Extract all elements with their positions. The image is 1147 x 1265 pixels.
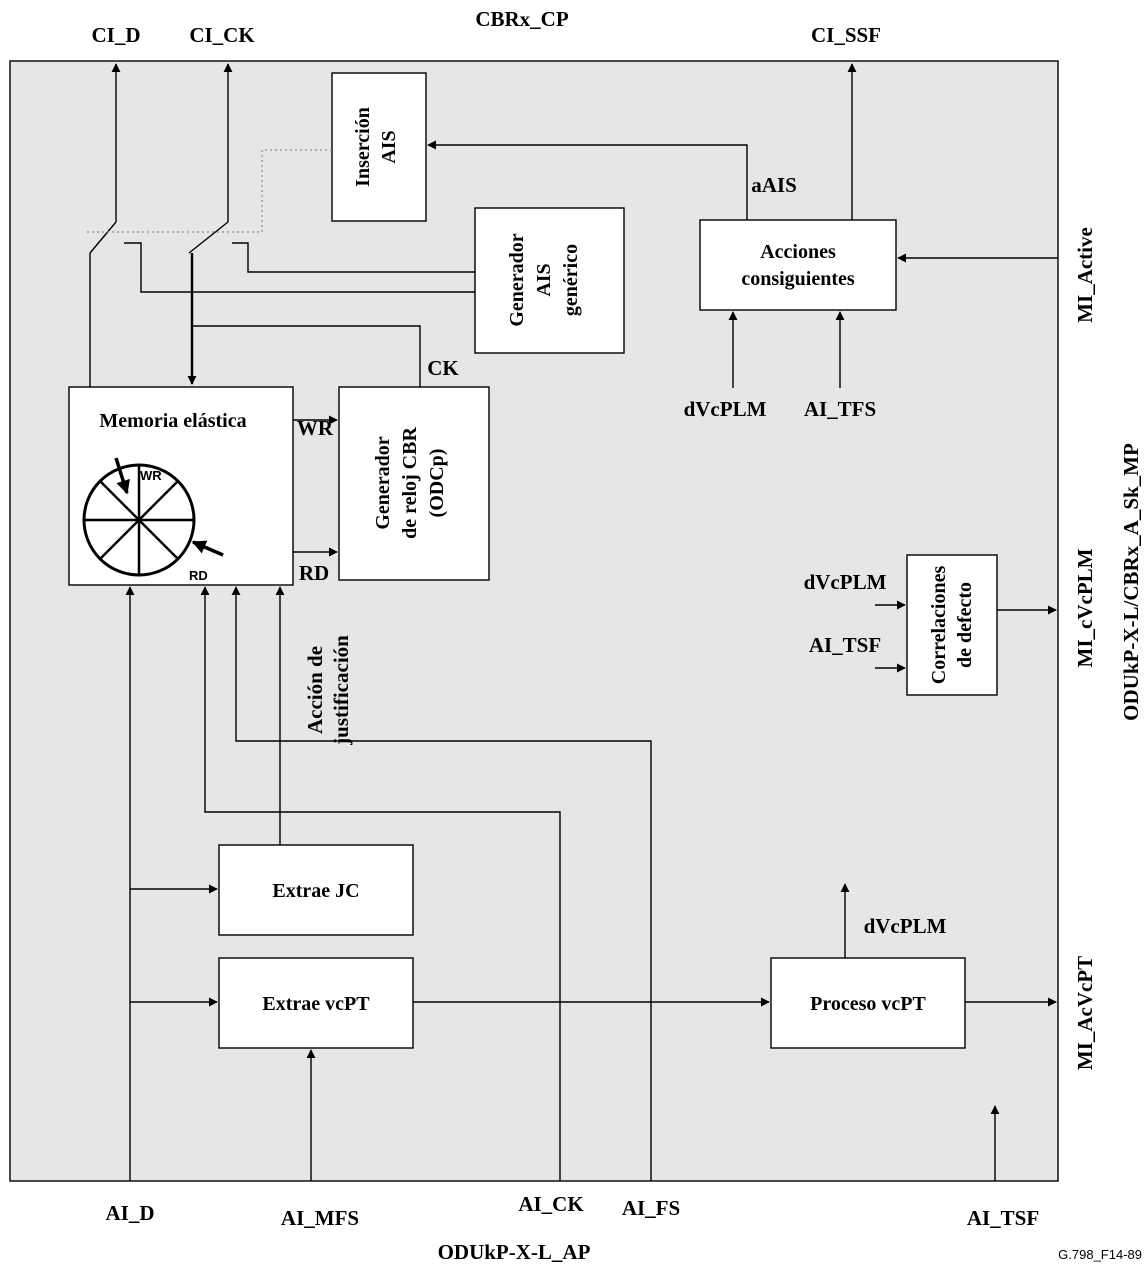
aais-label: aAIS: [751, 173, 797, 197]
extrae-jc-box: [218, 844, 414, 936]
accion-label-2: justificación: [329, 635, 353, 746]
insercion-label-1: Inserción: [352, 107, 374, 187]
generador-ais-label-1: Generador: [506, 233, 528, 326]
correlaciones-label-2: de defecto: [954, 582, 976, 668]
acciones-box: [699, 219, 897, 311]
ck-label: CK: [427, 356, 459, 380]
buffer-wheel-icon: [82, 463, 196, 577]
acciones-label-2: consiguientes: [741, 268, 855, 290]
label-mi-cvcplm: MI_cVcPLM: [1073, 548, 1097, 667]
generador-reloj-box: [338, 386, 490, 581]
figure-id: G.798_F14-89: [1058, 1247, 1142, 1262]
extrae-jc-label: Extrae JC: [272, 880, 359, 902]
label-ai-ck: AI_CK: [518, 1192, 584, 1216]
dvcplm-corr-label: dVcPLM: [804, 570, 887, 594]
wr-pointer-icon: [114, 457, 130, 495]
memoria-label: Memoria elástica: [99, 410, 246, 432]
label-oduk-ap: ODUkP-X-L_AP: [438, 1240, 591, 1264]
label-mi-acvcpt: MI_AcVcPT: [1073, 956, 1097, 1070]
label-ci-ssf: CI_SSF: [811, 23, 881, 47]
insercion-label-2: AIS: [378, 130, 400, 163]
label-ci-d: CI_D: [91, 23, 140, 47]
label-ai-d: AI_D: [105, 1201, 154, 1225]
generador-ais-label-3: genérico: [560, 244, 582, 316]
extrae-vcpt-box: [218, 957, 414, 1049]
label-sk-mp: ODUkP-X-L/CBRx_A_Sk_MP: [1119, 443, 1143, 721]
label-ai-tsf: AI_TSF: [967, 1206, 1039, 1230]
ai-tsf-corr-label: AI_TSF: [809, 633, 881, 657]
rd-label: RD: [299, 561, 329, 585]
signal-lines: [86, 63, 1058, 1181]
label-ai-fs: AI_FS: [622, 1196, 680, 1220]
label-cbrx-cp: CBRx_CP: [475, 7, 569, 31]
generador-ais-box: [474, 207, 625, 354]
wr-small-label: WR: [140, 468, 162, 483]
label-mi-active: MI_Active: [1073, 227, 1097, 323]
ai-tfs-label: AI_TFS: [804, 397, 876, 421]
accion-label-1: Acción de: [303, 646, 327, 734]
generador-reloj-label-3: (ODCp): [426, 449, 448, 518]
generador-reloj-label-1: Generador: [372, 436, 394, 529]
label-ai-mfs: AI_MFS: [281, 1206, 359, 1230]
generador-ais-label-2: AIS: [533, 263, 555, 296]
extrae-vcpt-label: Extrae vcPT: [262, 993, 370, 1015]
insercion-ais-box: [331, 72, 427, 222]
proceso-vcpt-box: [770, 957, 966, 1049]
proceso-vcpt-label: Proceso vcPT: [810, 993, 926, 1015]
correlaciones-label-1: Correlaciones: [928, 566, 950, 685]
correlaciones-box: [906, 554, 998, 696]
rd-pointer-icon: [191, 540, 224, 557]
generador-reloj-label-2: de reloj CBR: [399, 427, 421, 539]
label-ci-ck: CI_CK: [189, 23, 255, 47]
acciones-label-1: Acciones: [760, 241, 836, 263]
rd-small-label: RD: [189, 568, 208, 583]
dvcplm-proceso-label: dVcPLM: [864, 914, 947, 938]
dvcplm-acciones-label: dVcPLM: [684, 397, 767, 421]
